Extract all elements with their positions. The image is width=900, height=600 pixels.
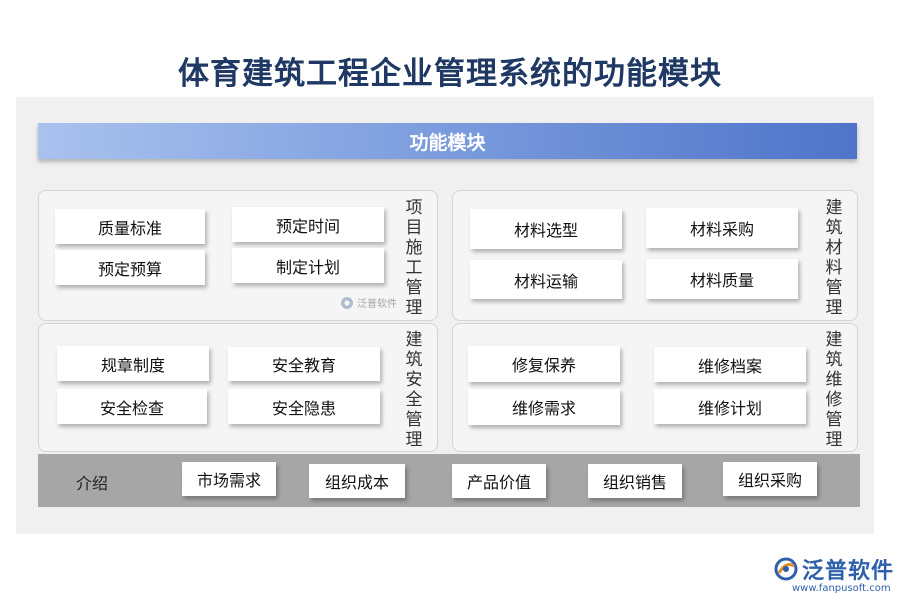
item-material-selection: 材料选型: [470, 209, 622, 249]
watermark-small-text: 泛普软件: [357, 299, 397, 310]
group-label-project-construction: 项目施工管理: [405, 198, 423, 318]
item-scheduled-time: 预定时间: [232, 207, 384, 242]
item-scheduled-budget: 预定预算: [55, 250, 205, 285]
item-safety-education: 安全教育: [228, 347, 380, 381]
diagram-title: 体育建筑工程企业管理系统的功能模块: [178, 56, 722, 92]
item-material-purchase: 材料采购: [646, 208, 798, 248]
item-material-transport: 材料运输: [470, 260, 622, 299]
brand-logo-icon: [341, 296, 353, 309]
item-maintenance-plan: 维修计划: [654, 389, 806, 424]
brand-url: www.fanpusoft.com: [792, 583, 891, 594]
brand-logo-icon: [774, 557, 798, 581]
group-label-safety: 建筑安全管理: [405, 330, 423, 450]
watermark-small: 泛普软件: [340, 295, 397, 310]
item-make-plan: 制定计划: [232, 248, 384, 283]
item-maintenance-needs: 维修需求: [468, 389, 620, 425]
intro-label: 介绍: [76, 474, 109, 493]
group-safety: [38, 323, 438, 452]
item-safety-hazards: 安全隐患: [228, 389, 380, 424]
intro-item-product-value: 产品价值: [452, 464, 546, 498]
item-rules-regulations: 规章制度: [57, 346, 209, 381]
group-label-maintenance: 建筑维修管理: [825, 330, 843, 450]
item-material-quality: 材料质量: [646, 259, 798, 299]
item-maintenance-records: 维修档案: [654, 347, 806, 382]
brand-name: 泛普软件: [802, 559, 895, 584]
intro-item-organization-sales: 组织销售: [588, 464, 682, 498]
intro-item-market-demand: 市场需求: [182, 462, 276, 496]
function-module-banner: 功能模块: [38, 123, 857, 159]
group-label-material: 建筑材料管理: [825, 198, 843, 318]
item-safety-inspection: 安全检查: [57, 389, 207, 424]
brand-logo: 泛普软件: [774, 553, 894, 585]
intro-item-organization-cost: 组织成本: [309, 464, 405, 498]
group-maintenance: [452, 323, 858, 452]
intro-item-organization-purchasing: 组织采购: [723, 462, 817, 496]
item-repair-maintenance: 修复保养: [468, 346, 620, 382]
item-quality-standard: 质量标准: [55, 209, 205, 244]
